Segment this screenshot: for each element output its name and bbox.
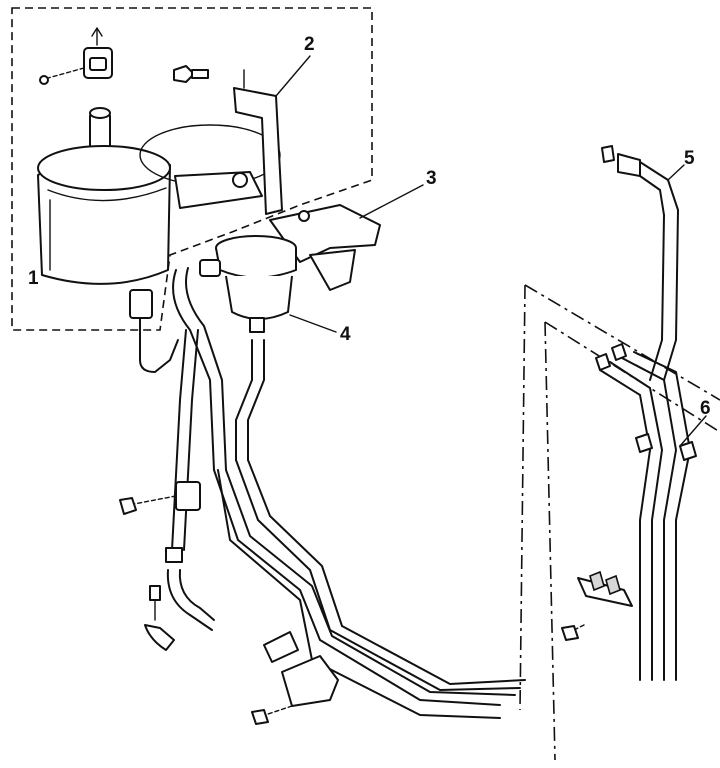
pipe-grommets bbox=[251, 631, 339, 725]
callout-labels: 1 2 3 4 5 6 bbox=[28, 34, 711, 419]
canister-holder-strap bbox=[139, 55, 311, 215]
fuel-pipes-main bbox=[213, 459, 526, 719]
body-reference-outline bbox=[519, 284, 720, 761]
fuel-hoses-left bbox=[171, 267, 265, 551]
charcoal-canister bbox=[37, 107, 179, 373]
callout-6: 6 bbox=[700, 398, 711, 419]
callout-2: 2 bbox=[304, 34, 315, 55]
fuel-filter bbox=[199, 235, 337, 333]
callout-4: 4 bbox=[340, 324, 351, 345]
right-pipe-bundle bbox=[595, 343, 707, 681]
callout-1: 1 bbox=[28, 268, 39, 289]
callout-5: 5 bbox=[684, 148, 695, 169]
filler-vent-hose bbox=[601, 145, 685, 381]
clamp-top bbox=[39, 27, 113, 85]
callout-3: 3 bbox=[426, 168, 437, 189]
canister-assembly-boundary bbox=[11, 7, 373, 331]
bolt-icon bbox=[173, 65, 209, 83]
lower-clip-assembly bbox=[119, 481, 215, 651]
filter-bracket bbox=[269, 184, 424, 291]
right-mount-bracket bbox=[561, 570, 633, 641]
